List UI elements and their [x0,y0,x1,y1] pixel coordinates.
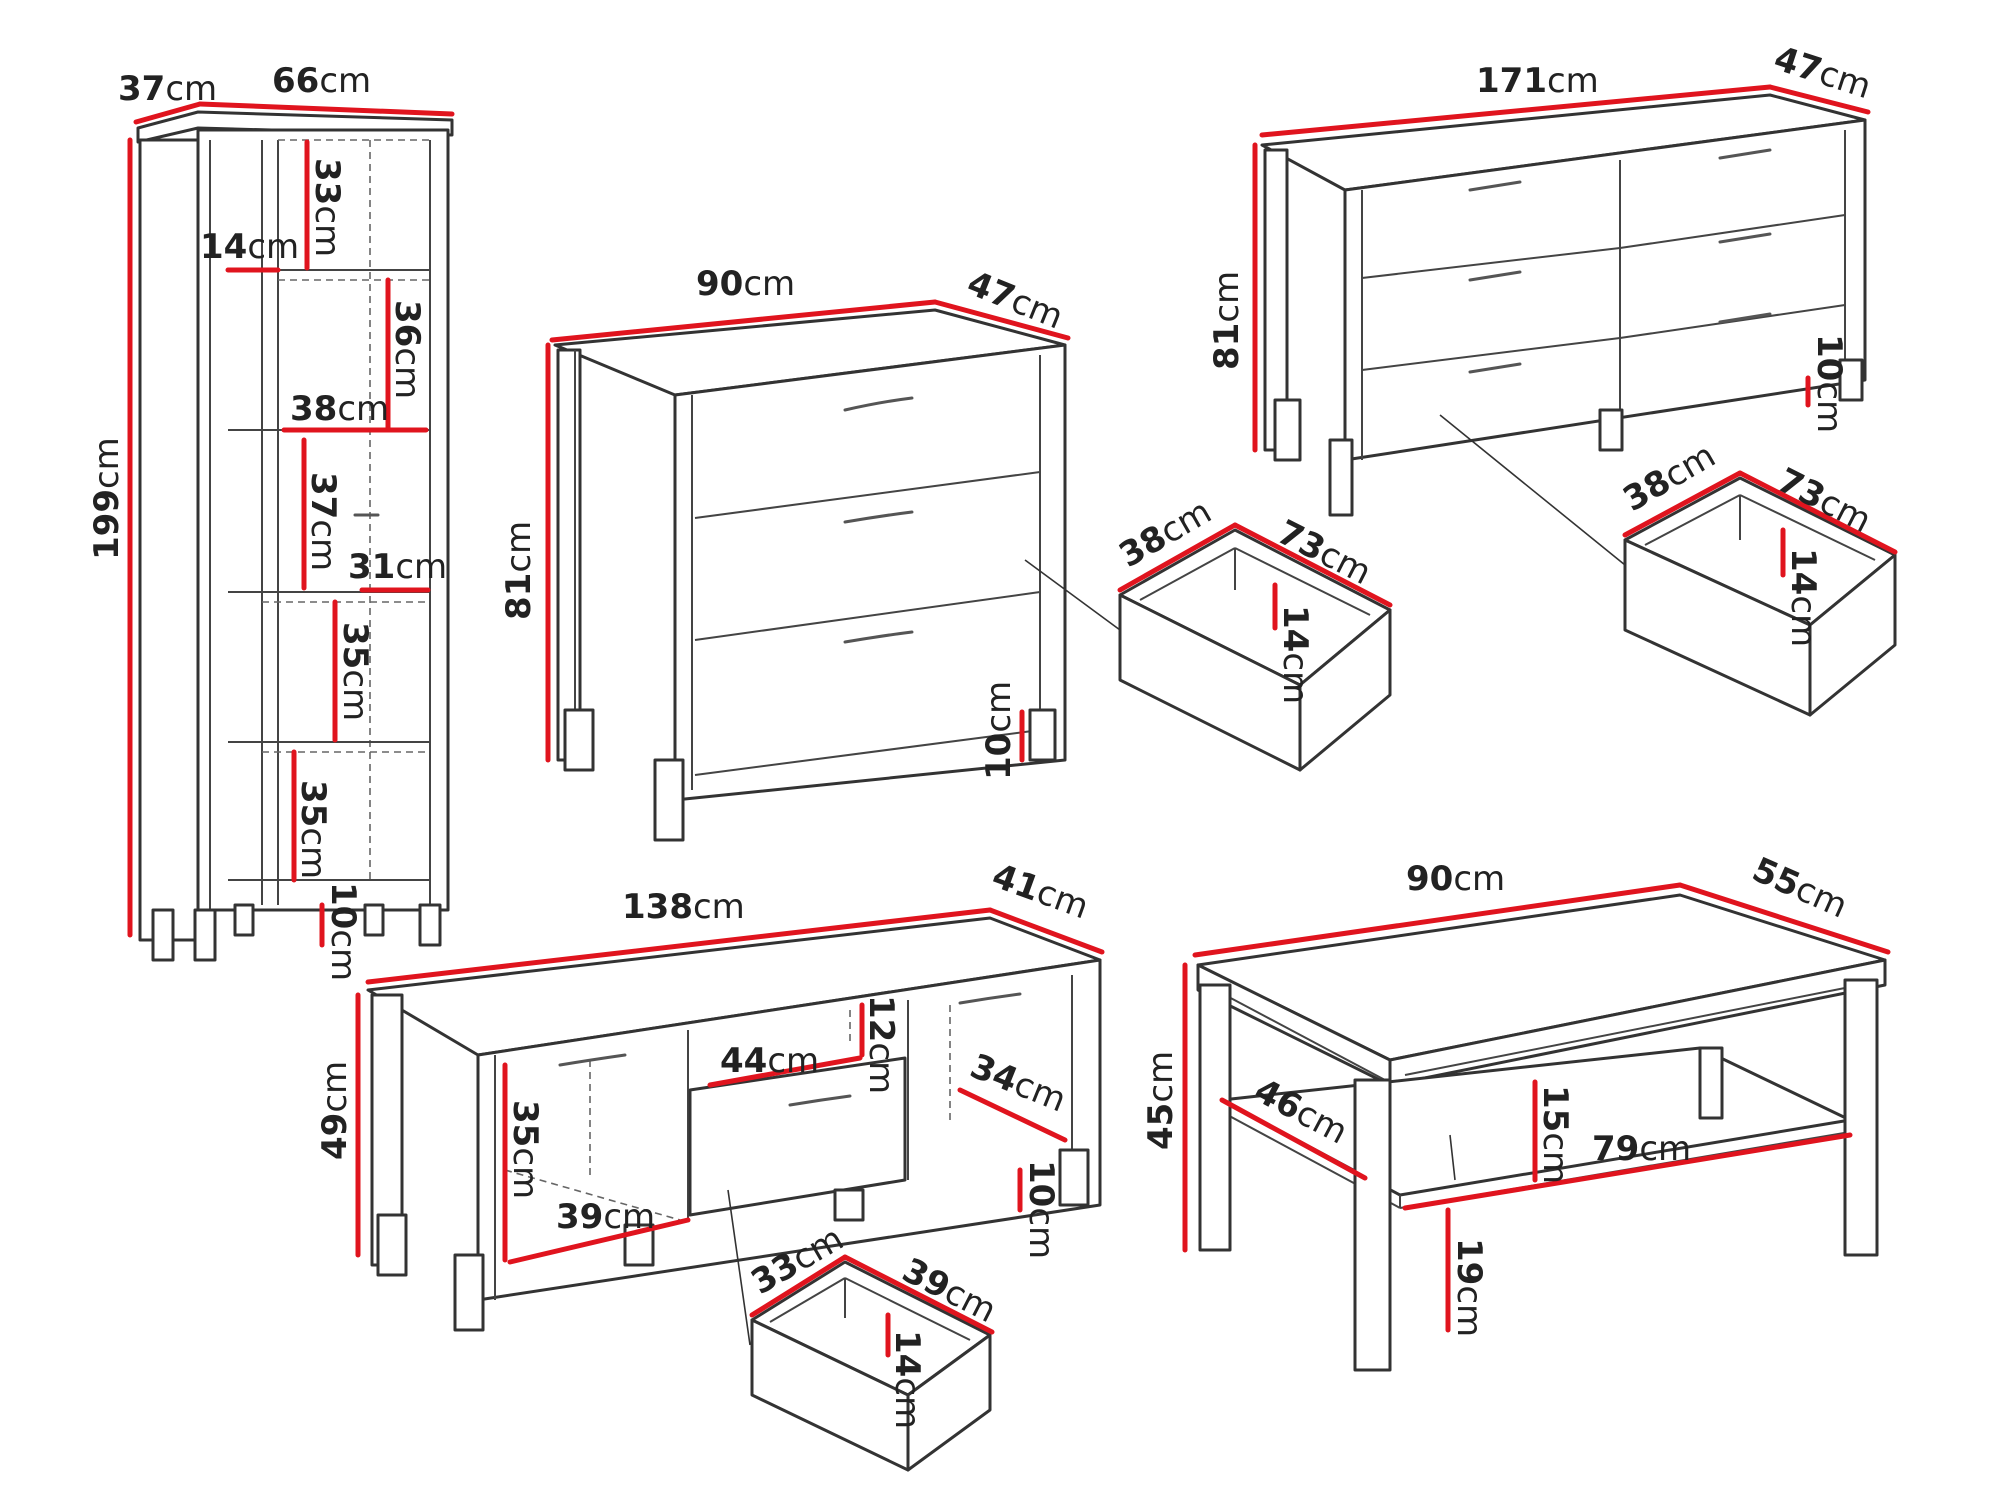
vitrine-labels: 37cm 66cm 199cm 33cm 14cm 36cm 38cm 37cm… [87,61,447,981]
chest-drawing [553,308,1392,842]
label-tv-width: 138cm [622,887,745,927]
label-sideboard-width: 171cm [1476,61,1599,101]
chest-drawer [1118,528,1392,772]
dim-line-chest-depth [932,299,1071,341]
label-vitrine-shelf-5: 35cm [293,780,333,879]
dim-line-sideboard-drawer-length [1737,470,1898,555]
chest-dimensions [545,299,1393,763]
label-chest-width: 90cm [696,264,795,304]
tv-stand-dimensions [355,907,1105,1358]
dim-line-sideboard-drawer-depth [1622,470,1743,538]
label-vitrine-shelf-2: 36cm [387,300,427,399]
dim-line-chest-drawer-depth [1117,522,1238,593]
coffee-table-dimensions [1182,882,1891,1333]
dim-line-table-shelf-width [1402,1132,1853,1211]
dim-line-tv-drawer-depth [749,1254,848,1318]
dim-line-tv-drawer-length [842,1254,995,1335]
dim-line-vitrine-width [197,101,455,117]
dim-line-table-width [1192,882,1683,958]
label-tv-leg: 10cm [1021,1160,1061,1259]
label-vitrine-width: 66cm [272,61,371,101]
dim-line-table-depth [1677,882,1891,955]
dim-line-sideboard-width [1259,84,1773,138]
label-table-shelf-height: 15cm [1535,1085,1575,1184]
label-chest-drawer-height: 14cm [1275,605,1315,704]
label-tv-drawer-height: 14cm [887,1330,927,1429]
dim-line-chest-width [549,299,938,343]
label-tv-niche-width: 44cm [720,1041,819,1081]
label-vitrine-inner-width: 38cm [290,389,389,429]
label-tv-compartment-height: 35cm [505,1100,545,1199]
label-sideboard-drawer-height: 14cm [1783,548,1823,647]
dim-line-tv-compartment-width [507,1217,691,1265]
label-table-width: 90cm [1406,859,1505,899]
label-sideboard-leg: 10cm [1809,334,1849,433]
dim-line-sideboard-depth [1767,84,1871,115]
label-vitrine-depth: 37cm [118,69,217,109]
tv-stand-drawing [366,916,1102,1472]
label-tv-niche-height: 12cm [861,995,901,1094]
label-vitrine-shelf-depth: 14cm [200,227,299,267]
dim-line-table-shelf-depth [1219,1097,1368,1181]
dim-line-chest-drawer-length [1232,522,1393,608]
dim-line-vitrine-depth [133,101,203,125]
tv-stand-drawer [750,1260,992,1472]
label-chest-leg: 10cm [979,681,1019,780]
label-vitrine-leg: 10cm [323,882,363,981]
label-table-clearance: 19cm [1449,1238,1489,1337]
dim-line-tv-depth [987,907,1105,955]
label-vitrine-inner-depth: 31cm [348,547,447,587]
label-vitrine-shelf-4: 35cm [335,622,375,721]
vitrine-drawing [136,110,454,962]
label-vitrine-shelf-1: 33cm [307,158,347,257]
label-vitrine-height: 199cm [87,437,127,560]
dim-line-tv-niche-width [707,1055,863,1088]
label-tv-height: 49cm [315,1061,355,1160]
label-vitrine-shelf-3: 37cm [303,472,343,571]
label-sideboard-depth: 47cm [1769,39,1876,108]
label-sideboard-height: 81cm [1207,271,1247,370]
dim-line-tv-side-depth [957,1087,1068,1143]
sideboard-dimensions [1252,84,1898,578]
label-table-depth: 55cm [1746,850,1853,927]
dim-line-tv-width [365,907,993,985]
label-tv-compartment-width: 39cm [556,1197,655,1237]
sideboard-drawer [1623,476,1897,717]
vitrine-dimensions [127,101,455,948]
label-table-height: 45cm [1141,1051,1181,1150]
sideboard-drawing [1260,93,1897,717]
label-chest-height: 81cm [499,521,539,620]
label-table-shelf-width: 79cm [1592,1129,1691,1169]
